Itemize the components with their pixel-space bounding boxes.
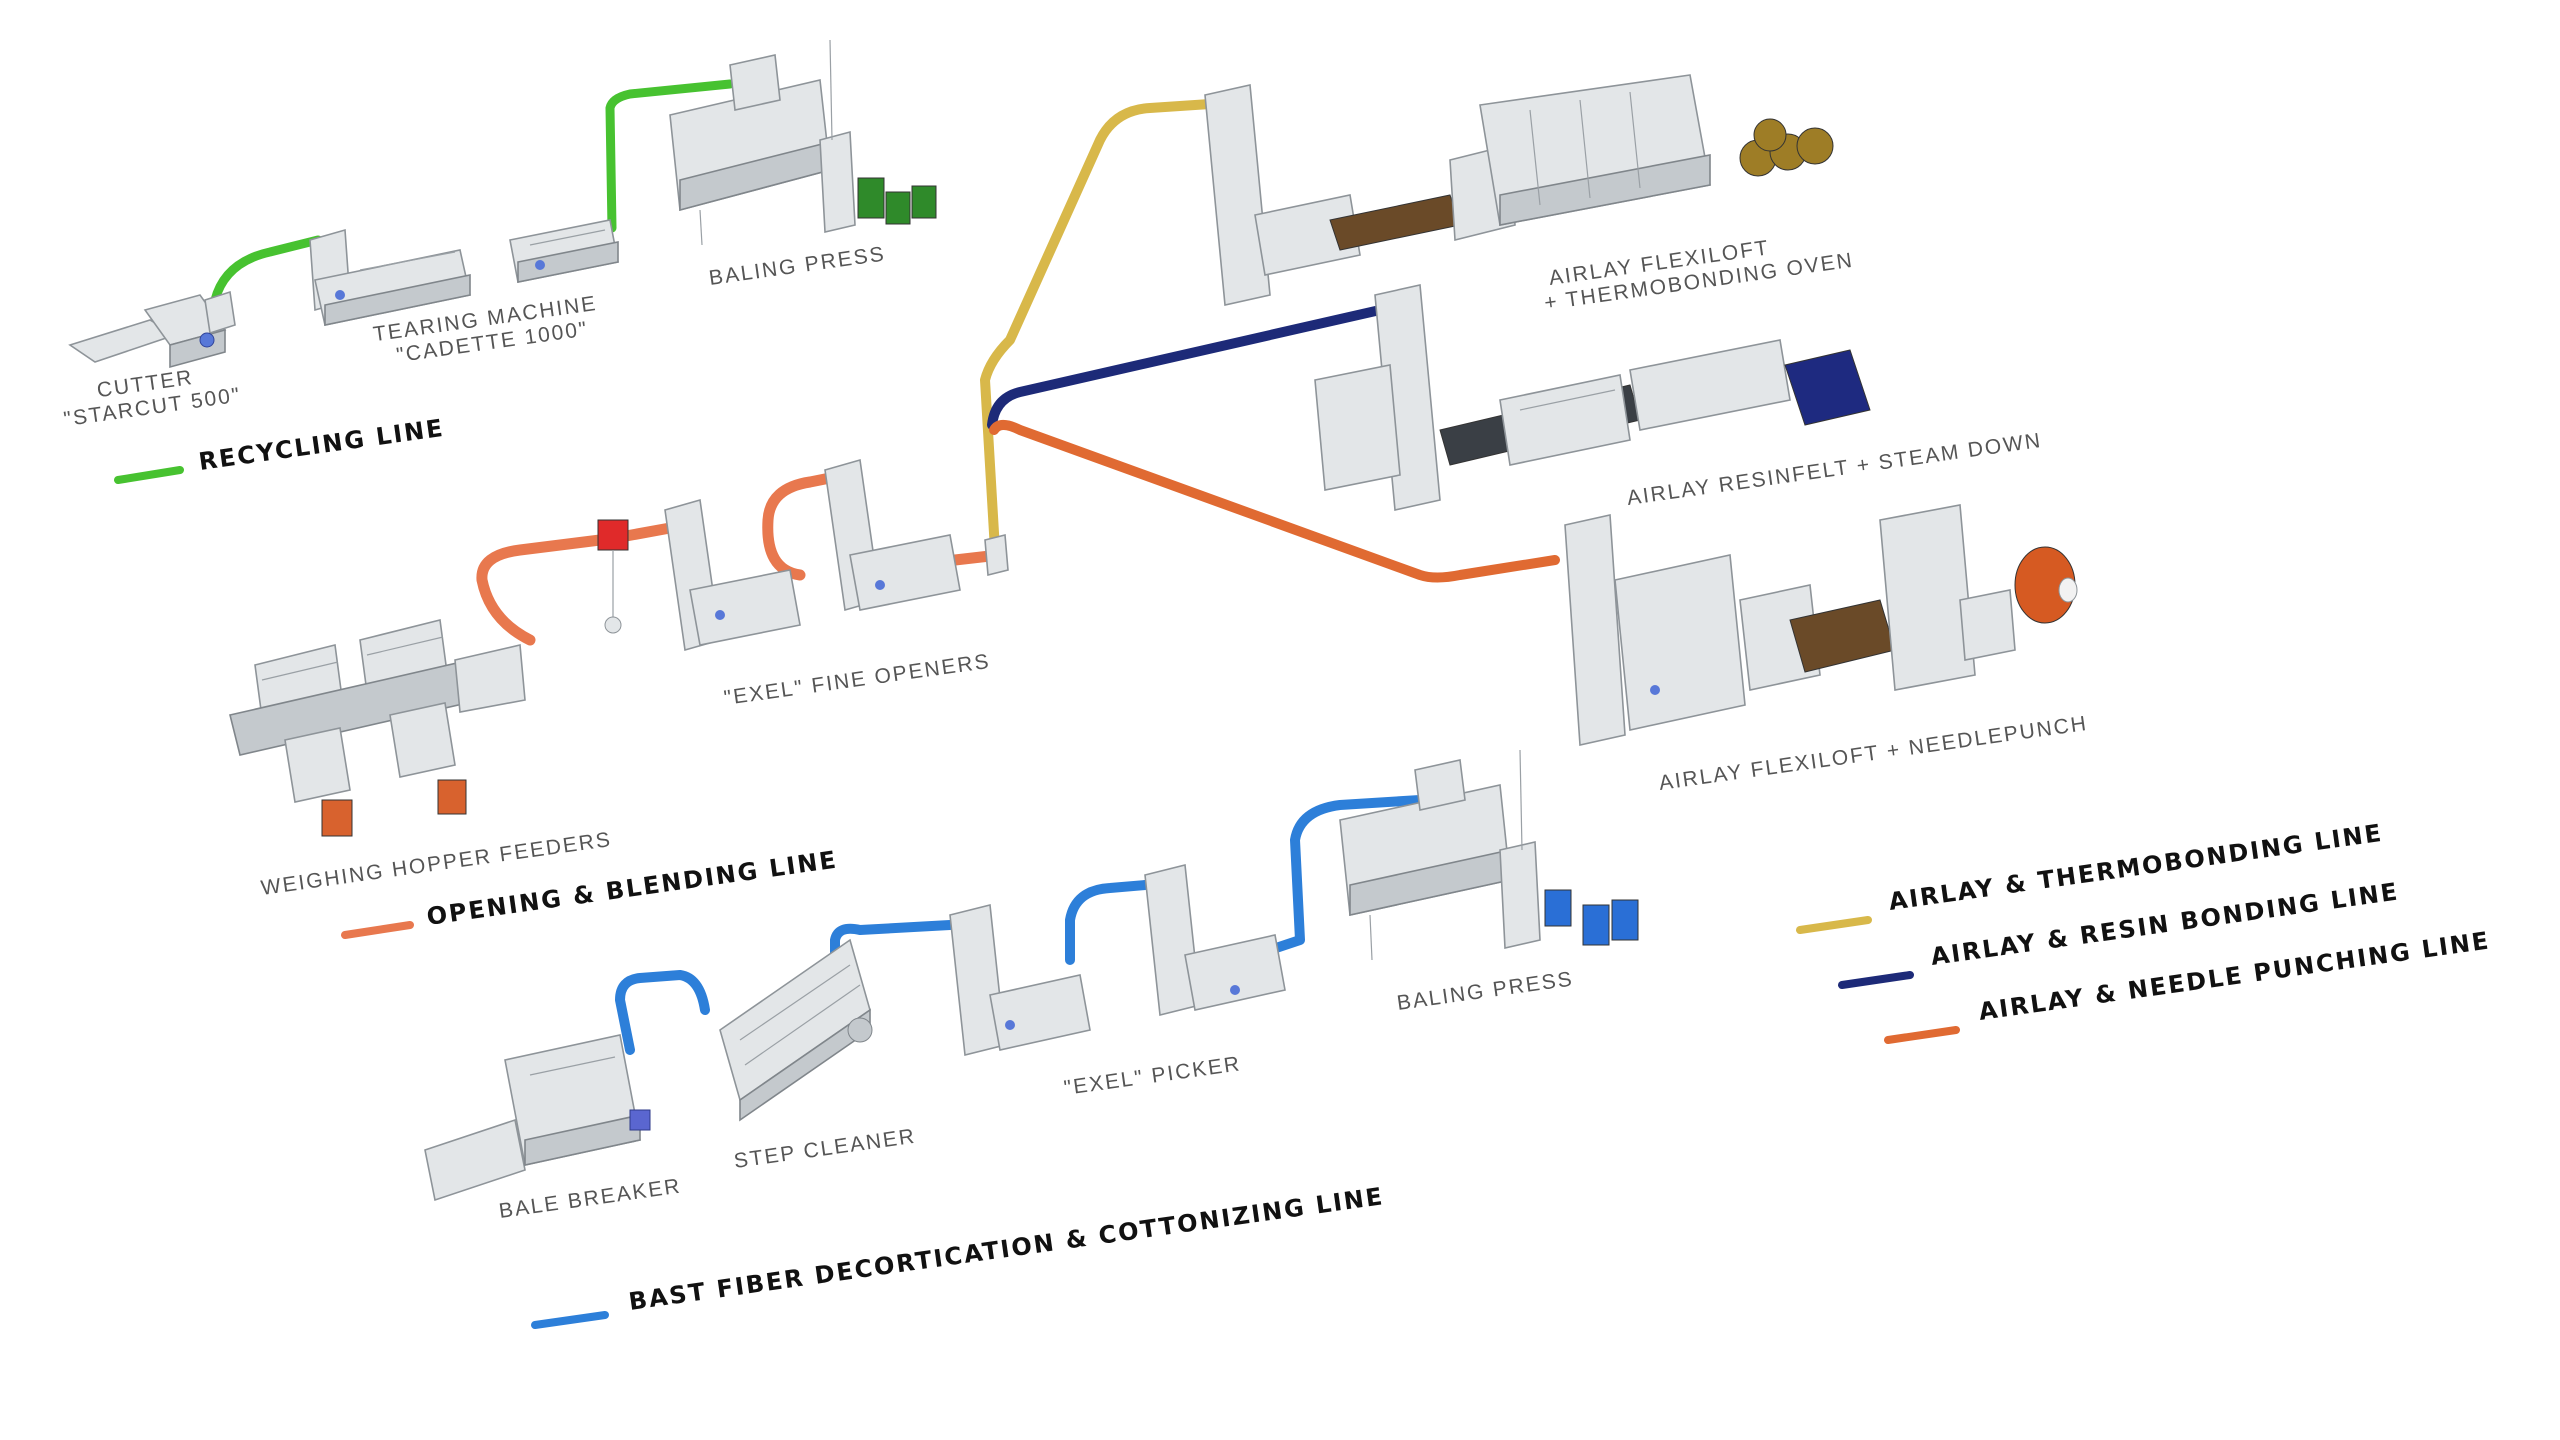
opening-pipe-3 — [762, 472, 836, 581]
trunk-resin — [987, 305, 1385, 430]
recycling-pipe-1 — [210, 235, 323, 305]
title-bast-line: BAST FIBER DECORTICATION & COTTONIZING L… — [627, 1182, 1386, 1316]
bast-pipe-1 — [615, 970, 710, 1055]
label-cutter: CUTTER "STARCUT 500" — [59, 360, 243, 431]
title-recycling-line: RECYCLING LINE — [197, 414, 446, 476]
exel-fine-openers — [664, 458, 961, 652]
label-flexiloft-oven: AIRLAY FLEXILOFT + THERMOBONDING OVEN — [1540, 225, 1856, 315]
weighing-hopper-feeders — [229, 619, 526, 803]
tearing-machine — [309, 219, 619, 326]
label-baling-press-recycling: BALING PRESS — [707, 242, 887, 290]
orange-bale — [321, 799, 353, 837]
blue-bale — [1611, 899, 1639, 941]
resinfelt-steam-down — [1314, 284, 1791, 511]
blue-bale — [1582, 904, 1610, 946]
step-cleaner — [719, 938, 873, 1122]
exel-picker — [949, 864, 1286, 1056]
legend-swatch-resin — [1838, 971, 1914, 989]
recycling-machines — [68, 39, 856, 369]
bale-breaker — [424, 1034, 651, 1202]
cutter-machine — [68, 290, 236, 369]
legend-swatch-thermobonding — [1796, 916, 1872, 934]
gold-rolls — [1739, 118, 1834, 177]
label-bale-breaker: BALE BREAKER — [497, 1175, 682, 1223]
distribution-valve — [984, 533, 1009, 577]
opening-machines — [229, 458, 1009, 837]
legend-swatch-needle — [1884, 1026, 1960, 1044]
label-exel-picker: "EXEL" PICKER — [1062, 1052, 1242, 1100]
legend-swatch-opening — [341, 921, 414, 939]
bast-pipe-4 — [1265, 795, 1425, 955]
bast-bales — [1544, 889, 1639, 946]
trunk-needle — [989, 420, 1560, 583]
flexiloft-needlepunch — [1564, 504, 2016, 746]
legend-swatch-bast — [531, 1311, 609, 1329]
trunk-thermobonding — [980, 99, 1215, 555]
opening-pipe-4 — [949, 550, 996, 566]
opening-pipe-1 — [476, 534, 606, 646]
airlay-machines — [1204, 74, 2078, 746]
recycling-bales — [857, 177, 937, 225]
legend-swatch-recycling — [114, 466, 184, 484]
recycling-pipe-2 — [605, 79, 735, 233]
label-baling-press-bast: BALING PRESS — [1395, 967, 1575, 1015]
bast-machines — [424, 749, 1639, 1202]
baling-press-recycling — [669, 39, 856, 246]
navy-block — [1784, 349, 1871, 426]
red-cube-junction — [597, 519, 629, 634]
pipes — [210, 79, 1560, 1055]
label-fine-openers: "EXEL" FINE OPENERS — [722, 650, 991, 710]
bast-pipe-2 — [830, 920, 955, 975]
blue-bale — [1544, 889, 1572, 927]
baling-press-bast — [1339, 749, 1541, 961]
flexiloft-thermobonding — [1204, 74, 1711, 306]
label-resinfelt: AIRLAY RESINFELT + STEAM DOWN — [1625, 429, 2043, 510]
bast-pipe-3 — [1065, 880, 1150, 965]
green-bale — [911, 185, 937, 219]
label-step-cleaner: STEP CLEANER — [732, 1125, 917, 1173]
green-bale — [857, 177, 885, 219]
green-bale — [885, 191, 911, 225]
orange-bale — [437, 779, 467, 815]
orange-roll — [2014, 546, 2078, 624]
label-flexiloft-needle: AIRLAY FLEXILOFT + NEEDLEPUNCH — [1657, 712, 2089, 795]
labels: CUTTER "STARCUT 500" TEARING MACHINE "CA… — [59, 225, 2492, 1329]
